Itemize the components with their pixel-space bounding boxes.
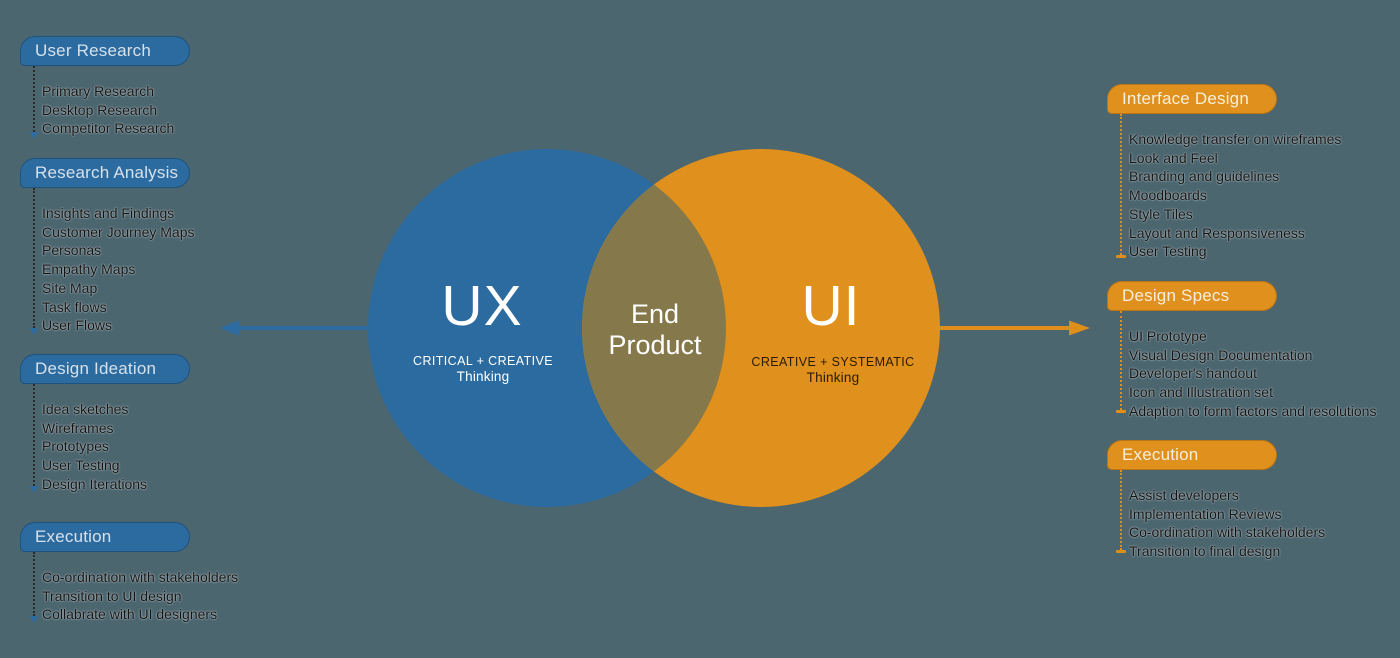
section-pill-research-analysis: Research Analysis — [20, 158, 190, 188]
list-item: Prototypes — [42, 438, 109, 455]
list-item: Task flows — [42, 298, 107, 315]
list-item: Visual Design Documentation — [1129, 346, 1313, 363]
list-item: Developer's handout — [1129, 365, 1257, 382]
connector-line — [30, 552, 38, 623]
section-pill-execution-left: Execution — [20, 522, 190, 552]
list-item: Design Iterations — [42, 475, 148, 492]
list-item: Idea sketches — [42, 401, 129, 417]
section-pill-interface-design: Interface Design — [1107, 84, 1277, 114]
list-item: Layout and Responsiveness — [1129, 224, 1305, 241]
section-pill-user-research: User Research — [20, 36, 190, 66]
list-item: Knowledge transfer on wireframes — [1129, 131, 1342, 147]
section-pill-design-ideation: Design Ideation — [20, 354, 190, 384]
ui-subtitle: CREATIVE + SYSTEMATIC Thinking — [751, 354, 914, 386]
connector-line — [30, 66, 38, 139]
section-interface-design: Interface Design Knowledge transfer on w… — [1107, 84, 1400, 261]
ui-subtitle-line1: CREATIVE + SYSTEMATIC — [751, 355, 915, 369]
connector-line — [30, 188, 38, 335]
list-item: Insights and Findings — [42, 205, 175, 221]
list-item: Personas — [42, 242, 102, 259]
ux-arrow — [220, 320, 368, 336]
list-item: User Testing — [42, 457, 120, 474]
list-item: UI Prototype — [1129, 328, 1207, 344]
connector-line — [1116, 470, 1126, 553]
connector-line — [1116, 311, 1126, 413]
end-product-line2: Product — [608, 330, 702, 360]
list-item: Moodboards — [1129, 187, 1207, 204]
list-item: Adaption to form factors and resolutions — [1129, 402, 1377, 419]
list-item: Style Tiles — [1129, 205, 1193, 222]
section-execution-left: Execution Co-ordination with stakeholder… — [20, 522, 320, 624]
list-item: User Flows — [42, 317, 113, 334]
list-item: Implementation Reviews — [1129, 505, 1282, 522]
list-item: Wireframes — [42, 419, 114, 436]
list-item: Competitor Research — [42, 120, 175, 137]
list-item: Primary Research — [42, 83, 155, 99]
section-pill-design-specs: Design Specs — [1107, 281, 1277, 311]
list-item: Customer Journey Maps — [42, 223, 195, 240]
list-item: Desktop Research — [42, 101, 158, 118]
connector-line — [1116, 114, 1126, 258]
list-item: User Testing — [1129, 243, 1207, 260]
list-item: Site Map — [42, 279, 98, 296]
ui-arrow — [940, 320, 1090, 336]
list-item: Empathy Maps — [42, 261, 136, 278]
list-item: Icon and Illustration set — [1129, 384, 1273, 401]
end-product-line1: End — [630, 299, 680, 329]
list-item: Transition to UI design — [42, 587, 182, 604]
list-item: Assist developers — [1129, 487, 1239, 503]
ux-label: UX — [441, 274, 523, 338]
list-item: Look and Feel — [1129, 149, 1218, 166]
end-product-label: End Product — [608, 299, 701, 361]
ux-subtitle-line2: Thinking — [456, 369, 510, 384]
section-pill-execution-right: Execution — [1107, 440, 1277, 470]
list-item: Collabrate with UI designers — [42, 606, 218, 623]
ui-label: UI — [801, 274, 861, 338]
connector-line — [30, 384, 38, 493]
ux-subtitle: CRITICAL + CREATIVE Thinking — [413, 353, 553, 385]
overlap-region — [581, 184, 727, 472]
list-item: Transition to final design — [1129, 543, 1281, 560]
list-item: Co-ordination with stakeholders — [42, 569, 239, 585]
list-item: Branding and guidelines — [1129, 168, 1280, 185]
list-item: Co-ordination with stakeholders — [1129, 524, 1326, 541]
ui-subtitle-line2: Thinking — [806, 370, 860, 385]
ux-subtitle-line1: CRITICAL + CREATIVE — [413, 354, 553, 368]
